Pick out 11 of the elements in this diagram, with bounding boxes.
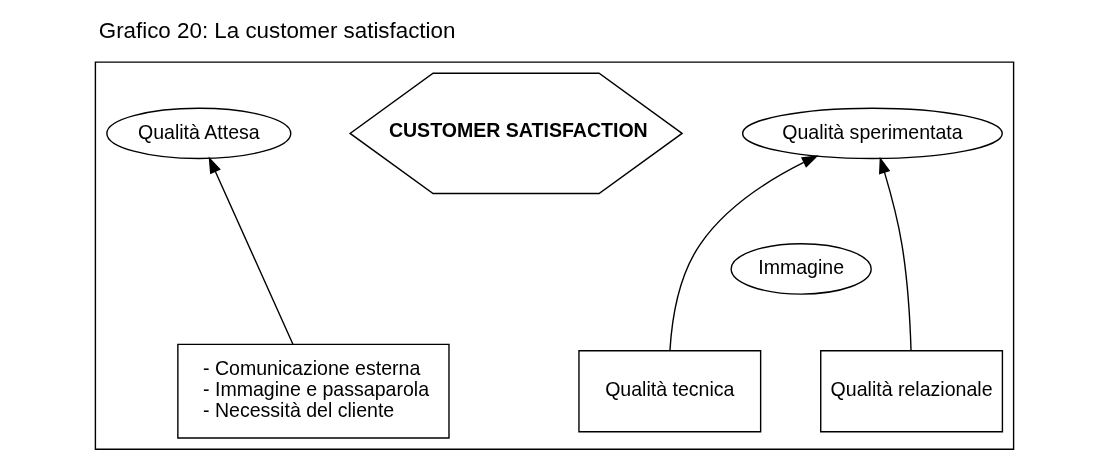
arrow	[878, 156, 912, 351]
node-box: Qualità relazionale	[819, 349, 1003, 432]
node-ellipse: Immagine	[729, 242, 872, 295]
diagram-title: Grafico 20: La customer satisfaction	[98, 17, 455, 43]
arrow	[208, 156, 294, 345]
node-ellipse: Qualità Attesa	[105, 107, 291, 159]
cluster	[94, 60, 1014, 450]
node-box: Qualità tecnica	[577, 349, 761, 432]
arrow	[668, 154, 819, 351]
node-box: - Comunicazione esterna - Immagine e passaparola - Necessità del cliente	[176, 343, 450, 439]
node-ellipse: Qualità sperimentata	[741, 107, 1003, 159]
